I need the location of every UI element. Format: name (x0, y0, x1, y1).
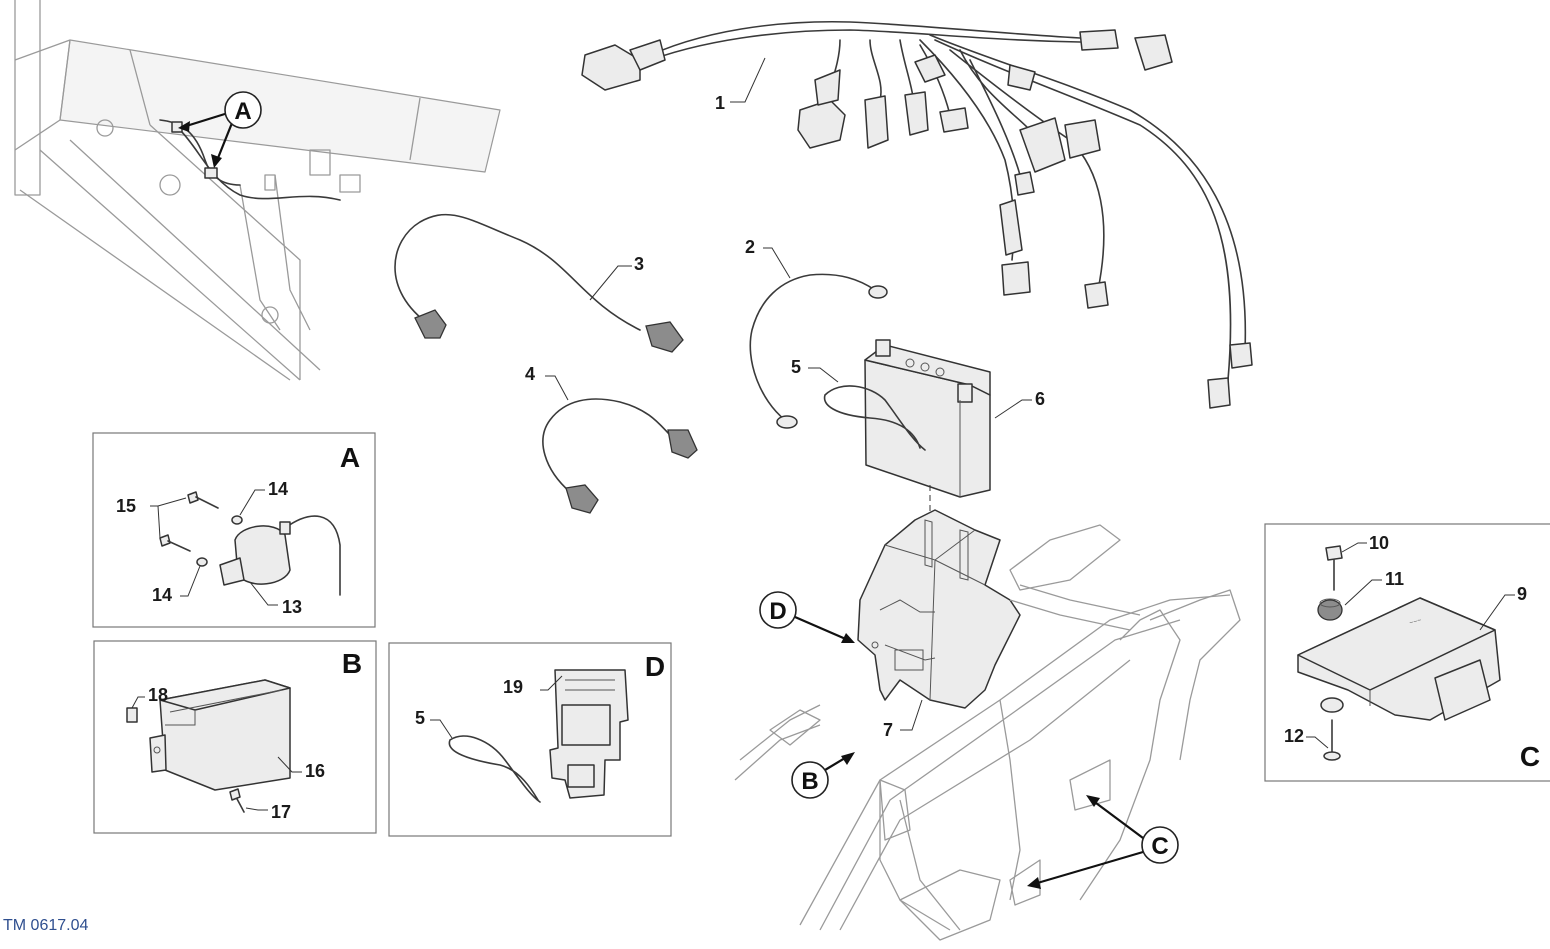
cable-2: 2 (745, 237, 888, 429)
svg-text:14: 14 (152, 585, 172, 605)
inset-c: C ~~~ 10 11 9 12 (1264, 523, 1550, 782)
frame-top-left (14, 0, 501, 381)
svg-text:1: 1 (715, 93, 725, 113)
svg-text:6: 6 (1035, 389, 1045, 409)
svg-text:A: A (340, 442, 360, 473)
frame-bottom (734, 524, 1241, 941)
svg-text:C: C (1520, 741, 1540, 772)
svg-text:5: 5 (415, 708, 425, 728)
callout-b-main: B (791, 752, 855, 799)
svg-text:~~~: ~~~ (1409, 617, 1423, 627)
svg-text:B: B (342, 648, 362, 679)
svg-text:7: 7 (883, 720, 893, 740)
wiring-harness: 1 (581, 20, 1253, 409)
reference-code: TM 0617.04 (3, 917, 89, 934)
svg-text:4: 4 (525, 364, 535, 384)
battery-tray: 7 (857, 509, 1021, 740)
svg-text:3: 3 (634, 254, 644, 274)
svg-text:2: 2 (745, 237, 755, 257)
svg-text:5: 5 (791, 357, 801, 377)
cable-4: 4 (525, 364, 698, 514)
inset-a: A 15 14 14 13 (92, 432, 376, 628)
svg-text:C: C (1151, 833, 1168, 860)
svg-text:11: 11 (1385, 569, 1404, 589)
svg-text:18: 18 (148, 685, 168, 705)
svg-text:16: 16 (305, 761, 325, 781)
cable-3: 3 (394, 213, 684, 353)
inset-d: D 19 5 (388, 642, 672, 837)
svg-text:D: D (645, 651, 665, 682)
callout-d-main: D (759, 591, 855, 643)
svg-text:10: 10 (1369, 533, 1389, 553)
svg-text:B: B (801, 768, 818, 795)
svg-text:13: 13 (282, 597, 302, 617)
inset-b: B 18 16 17 (93, 640, 377, 834)
svg-text:17: 17 (271, 802, 291, 822)
svg-text:19: 19 (503, 677, 523, 697)
battery: 5 6 (791, 339, 1045, 600)
svg-text:A: A (234, 98, 251, 125)
callout-a-top: A (178, 91, 262, 168)
svg-text:14: 14 (268, 479, 288, 499)
svg-text:9: 9 (1517, 584, 1527, 604)
svg-text:D: D (769, 598, 786, 625)
callout-c-main: C (1027, 795, 1179, 889)
svg-text:12: 12 (1284, 726, 1304, 746)
svg-text:15: 15 (116, 496, 136, 516)
